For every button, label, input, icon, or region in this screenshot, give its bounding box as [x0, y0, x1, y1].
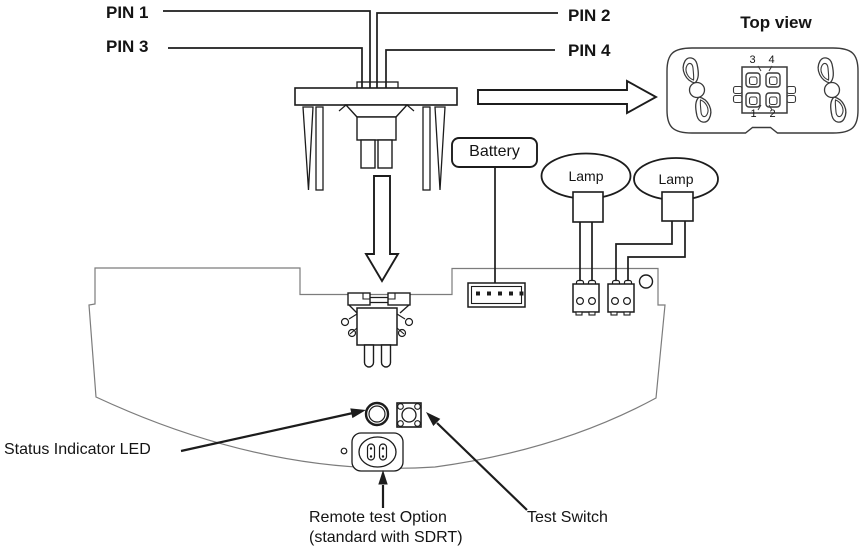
pin1-label: PIN 1	[106, 3, 149, 22]
top-view-connector-block	[732, 65, 797, 114]
latch-leg-right	[422, 106, 431, 191]
plug-housing-taper	[344, 104, 409, 118]
remote-test-arrow	[378, 470, 388, 508]
lamp-left	[540, 152, 632, 283]
remote-test-label-line2: (standard with SDRT)	[309, 529, 463, 546]
pin1-wire	[163, 10, 371, 88]
right-arrow-icon	[477, 79, 658, 115]
top-view-pin-2-label: 2	[769, 108, 776, 120]
top-view-pin-4-label: 4	[768, 54, 775, 66]
latch-barb-right	[434, 106, 446, 191]
board-connector-pin-right	[380, 344, 392, 368]
status-led-arrow	[180, 408, 366, 453]
test-switch-arrow	[426, 412, 528, 511]
test-point-dot	[340, 447, 348, 455]
mounting-hole	[638, 274, 654, 289]
pin3-label: PIN 3	[106, 37, 149, 56]
battery-box	[451, 137, 538, 168]
plug-pin-left	[360, 139, 376, 169]
pin3-wire	[168, 47, 363, 88]
board-connector-pin-left	[363, 344, 375, 368]
latch-barb-left	[302, 106, 314, 191]
pcb-outline	[88, 267, 666, 469]
pin2-wire	[376, 12, 558, 88]
plug-housing-body	[356, 116, 397, 141]
top-view-pin-3-label: 3	[749, 54, 756, 66]
status-led-label: Status Indicator LED	[4, 441, 151, 458]
lamp-right-wire-2	[627, 221, 686, 283]
battery-connector	[467, 282, 526, 308]
status-led	[364, 401, 390, 427]
test-switch-label: Test Switch	[527, 509, 608, 526]
latch-leg-left	[315, 106, 324, 191]
battery-label: Battery	[469, 143, 520, 160]
pin-wires	[163, 10, 558, 88]
pin4-wire	[385, 49, 555, 88]
lamp-right-label: Lamp	[658, 171, 694, 187]
down-arrow-icon	[364, 175, 400, 283]
top-view-outline	[666, 47, 859, 134]
lamp-terminal-right	[607, 279, 635, 316]
top-view-wing-left	[682, 57, 712, 123]
lamp-left-label: Lamp	[568, 168, 604, 184]
lamp-right	[615, 157, 719, 283]
top-view-assembly	[666, 47, 859, 134]
lamp-left-base	[572, 191, 604, 223]
top-view-wing-right	[817, 57, 847, 123]
remote-test-label-line1: Remote test Option	[309, 509, 447, 526]
remote-test-receptacle	[351, 432, 404, 472]
board-connector	[340, 292, 414, 368]
connector-flange	[294, 87, 458, 106]
plug-connector-side-view	[294, 81, 458, 191]
lamp-right-wire-1	[615, 221, 673, 283]
top-view-title: Top view	[740, 13, 812, 32]
pin2-label: PIN 2	[568, 6, 611, 25]
top-view-pin-1-label: 1	[750, 108, 757, 120]
plug-pin-right	[377, 139, 393, 169]
lamp-right-base	[661, 191, 694, 222]
pin4-label: PIN 4	[568, 41, 611, 60]
test-switch	[396, 402, 422, 428]
lamp-terminal-left	[572, 279, 600, 316]
